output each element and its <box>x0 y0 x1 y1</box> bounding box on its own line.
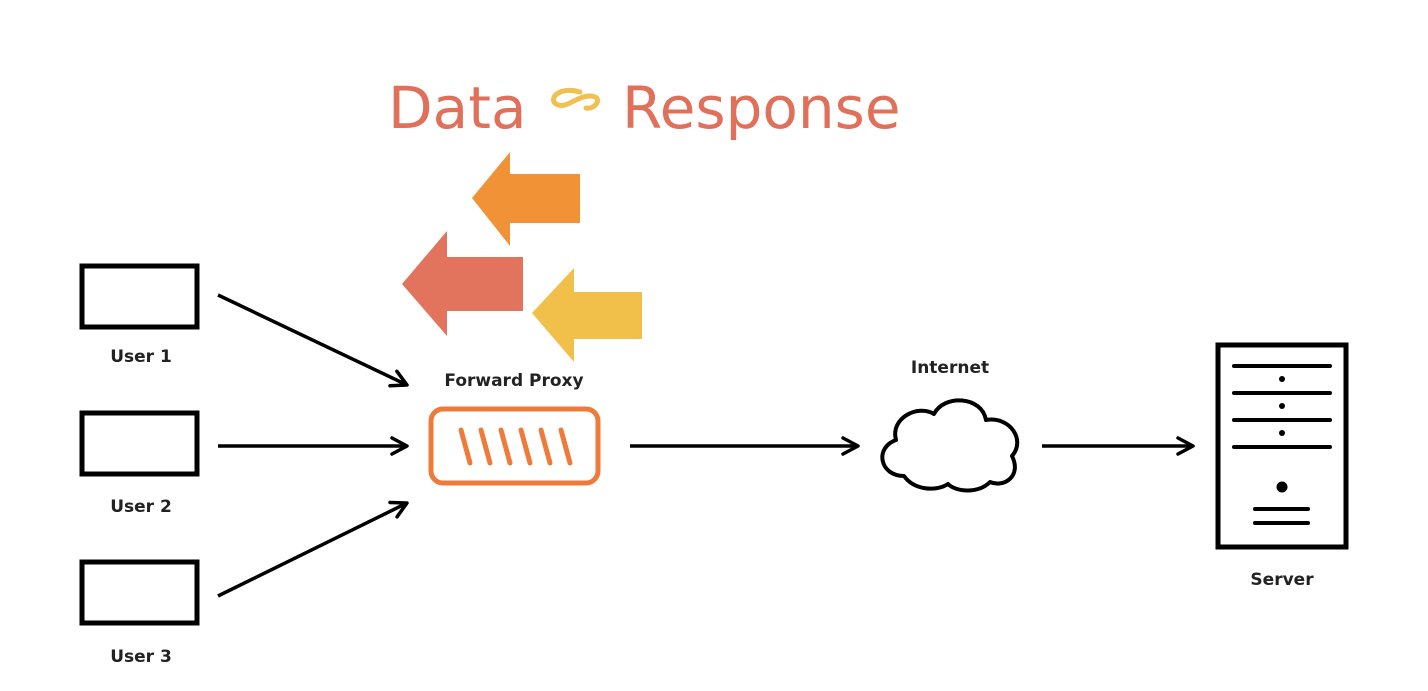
user-1-label: User 1 <box>110 347 172 367</box>
arrow-user3-to-proxy <box>217 500 409 598</box>
server-icon <box>1215 342 1349 550</box>
server-label: Server <box>1250 570 1314 590</box>
user-to-proxy-arrows <box>217 293 409 598</box>
user-1: User 1 <box>79 263 200 367</box>
response-arrows <box>402 152 642 362</box>
title-response-text: Response <box>622 74 901 142</box>
user-3: User 3 <box>79 559 200 667</box>
internet-label: Internet <box>911 358 989 378</box>
response-arrow-red <box>402 231 523 336</box>
swap-connector-icon <box>551 88 600 111</box>
response-arrow-orange <box>472 152 580 246</box>
cloud-icon <box>880 398 1020 493</box>
response-arrow-yellow <box>532 268 642 362</box>
firewall-icon <box>428 406 601 486</box>
monitor-icon <box>79 263 200 330</box>
user-2-label: User 2 <box>110 497 172 517</box>
user-3-label: User 3 <box>110 647 172 667</box>
internet: Internet <box>880 358 1020 493</box>
arrow-user1-to-proxy <box>217 293 409 388</box>
monitor-icon <box>79 410 200 477</box>
title-data-text: Data <box>388 74 527 142</box>
monitor-icon <box>79 559 200 626</box>
forward-proxy: Forward Proxy <box>428 371 601 486</box>
title: Data Response <box>388 74 901 142</box>
user-2: User 2 <box>79 410 200 517</box>
server: Server <box>1215 342 1349 590</box>
forward-proxy-label: Forward Proxy <box>444 371 583 391</box>
